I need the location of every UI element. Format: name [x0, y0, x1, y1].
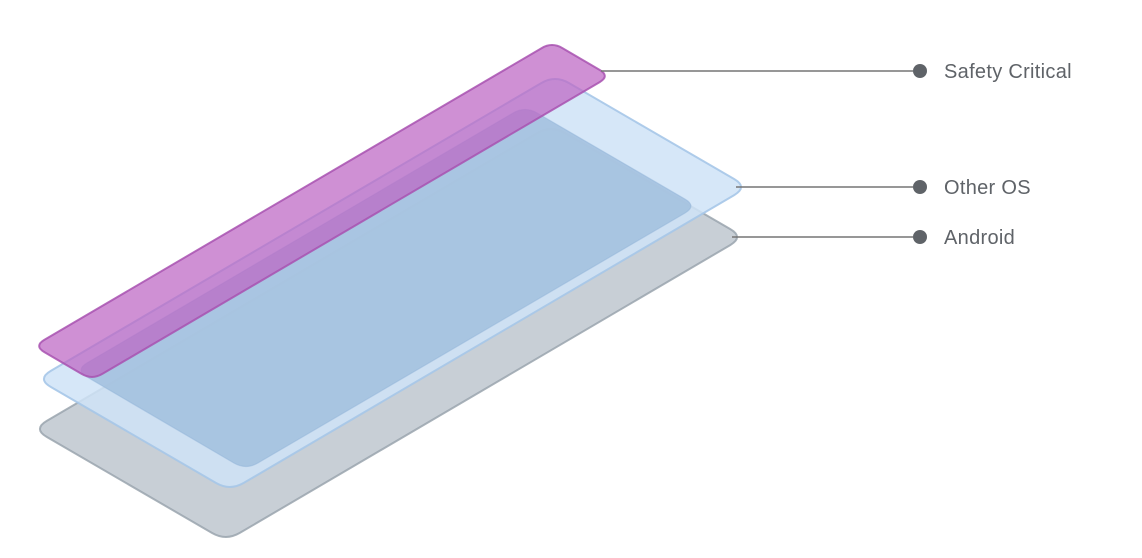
leader-dot [913, 180, 927, 194]
layer-label-other-os: Other OS [944, 177, 1031, 199]
leader-dot [913, 230, 927, 244]
leader-safety-critical: Safety Critical [601, 61, 1072, 83]
leader-other-os: Other OS [736, 177, 1031, 199]
layer-safety-critical [38, 44, 606, 378]
layer-label-android: Android [944, 227, 1015, 249]
leader-dot [913, 64, 927, 78]
layer-label-safety-critical: Safety Critical [944, 61, 1072, 83]
leader-android: Android [732, 227, 1015, 249]
